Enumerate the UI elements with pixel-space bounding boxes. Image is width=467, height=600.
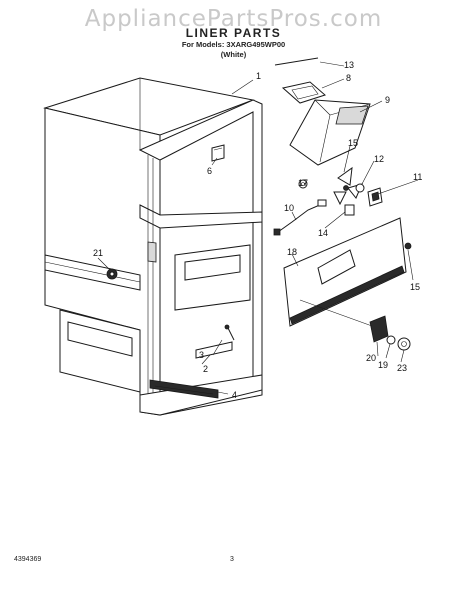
callout-4: 4 [232,390,237,400]
liner-lower-slot [67,321,133,357]
callout-labels: 1 2 3 4 6 8 9 10 11 12 13 14 15 15 17 18… [93,60,422,400]
part-21-knob [106,268,118,280]
callout-19: 19 [378,360,388,370]
callout-9: 9 [385,95,390,105]
liner-right-slot [184,254,241,281]
part-18-panel [283,217,407,327]
part-19-washer [386,335,396,345]
part-6-clip [211,144,225,162]
part-4-grille [149,379,219,399]
diagram-title: LINER PARTS [185,26,282,40]
callout-3: 3 [199,350,204,360]
part-14-bracket [344,204,355,216]
callout-14: 14 [318,228,328,238]
part-12-motor [355,183,365,193]
callout-13: 13 [344,60,354,70]
diagram-subtitle: For Models: 3XARG495WP00 (White) [0,40,467,60]
callout-15-fan: 15 [348,138,358,148]
watermark: AppliancePartsPros.com [84,6,383,32]
liner-hatch-mark [147,241,157,263]
models-line: For Models: 3XARG495WP00 [181,40,286,49]
leader-lines [97,61,419,395]
part-23-knob [397,337,411,351]
page-number: 3 [230,556,234,563]
part-15-screw [404,242,412,250]
color-line: (White) [220,50,247,59]
callout-11: 11 [413,172,422,182]
liner-cabinet [43,77,263,416]
part-3-screw [224,324,235,341]
callout-21: 21 [93,248,103,258]
part-9-cover [289,99,371,166]
callout-1: 1 [256,71,261,81]
callout-20: 20 [366,353,376,363]
callout-10: 10 [284,203,294,213]
part-20-plate [369,315,389,343]
callout-8: 8 [346,73,351,83]
callout-17: 17 [298,178,308,188]
part-2-rail [195,341,233,359]
part-8-handle [281,81,326,104]
part-13-rod [274,57,319,66]
callout-2: 2 [203,364,208,374]
part-10-harness [273,199,327,236]
callout-6: 6 [207,166,212,176]
callout-23: 23 [397,363,407,373]
part-11-module [367,187,383,207]
doc-number: 4394369 [14,556,42,563]
callout-15-screw: 15 [410,282,420,292]
liner-divider [139,204,263,229]
callout-12: 12 [374,154,384,164]
callout-18: 18 [287,247,297,257]
